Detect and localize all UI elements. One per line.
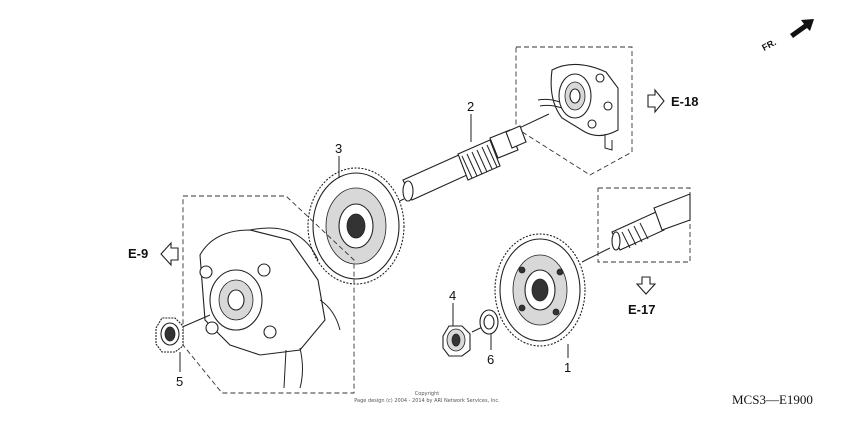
bearing-housing-part [537,63,619,151]
callout-2: 2 [467,99,474,142]
output-shaft-part [581,193,691,263]
e9-label: E-9 [128,246,148,261]
callout-label: 3 [335,141,342,156]
e18-reference[interactable]: E-18 [647,88,698,114]
lock-nut-part[interactable] [155,314,211,353]
front-direction-indicator: FR. [760,19,814,53]
callout-label: 5 [176,374,183,389]
e17-label: E-17 [628,302,655,317]
e9-arrow-icon [160,241,179,267]
callout-4: 4 [449,288,456,326]
callout-label: 2 [467,99,474,114]
flange-nut-part[interactable] [442,325,471,357]
copyright-line1: Copyright [415,391,439,397]
copyright-line2: Page design (c) 2004 - 2014 by ARI Netwo… [354,398,500,404]
callout-label: 4 [449,288,456,303]
callout-6: 6 [487,334,494,367]
countershaft-part[interactable] [394,113,550,204]
callout-5: 5 [176,352,183,389]
front-arrow-icon [790,19,814,38]
e9-reference[interactable]: E-9 [128,241,179,267]
drive-gear-part[interactable] [307,167,405,285]
e17-detail-box [581,187,691,263]
engine-case-part [199,227,341,389]
e17-box-outline [597,187,691,263]
callout-3: 3 [335,141,342,178]
diagram-code: MCS3—E1900 [732,392,813,407]
washer-part[interactable] [471,309,499,335]
callout-label: 1 [564,360,571,375]
e18-label: E-18 [671,94,698,109]
e17-reference[interactable]: E-17 [628,276,657,317]
e18-box-outline [515,46,633,176]
front-label: FR. [760,37,777,53]
e18-detail-box [515,46,633,176]
e9-detail-box [182,195,355,394]
driven-gear-part[interactable] [494,233,586,347]
e18-arrow-icon [647,88,665,114]
callout-1: 1 [564,344,571,375]
e17-arrow-icon [635,276,657,295]
shaft-splines [461,144,498,179]
callout-label: 6 [487,352,494,367]
copyright-notice: Copyright Page design (c) 2004 - 2014 by… [354,391,500,404]
